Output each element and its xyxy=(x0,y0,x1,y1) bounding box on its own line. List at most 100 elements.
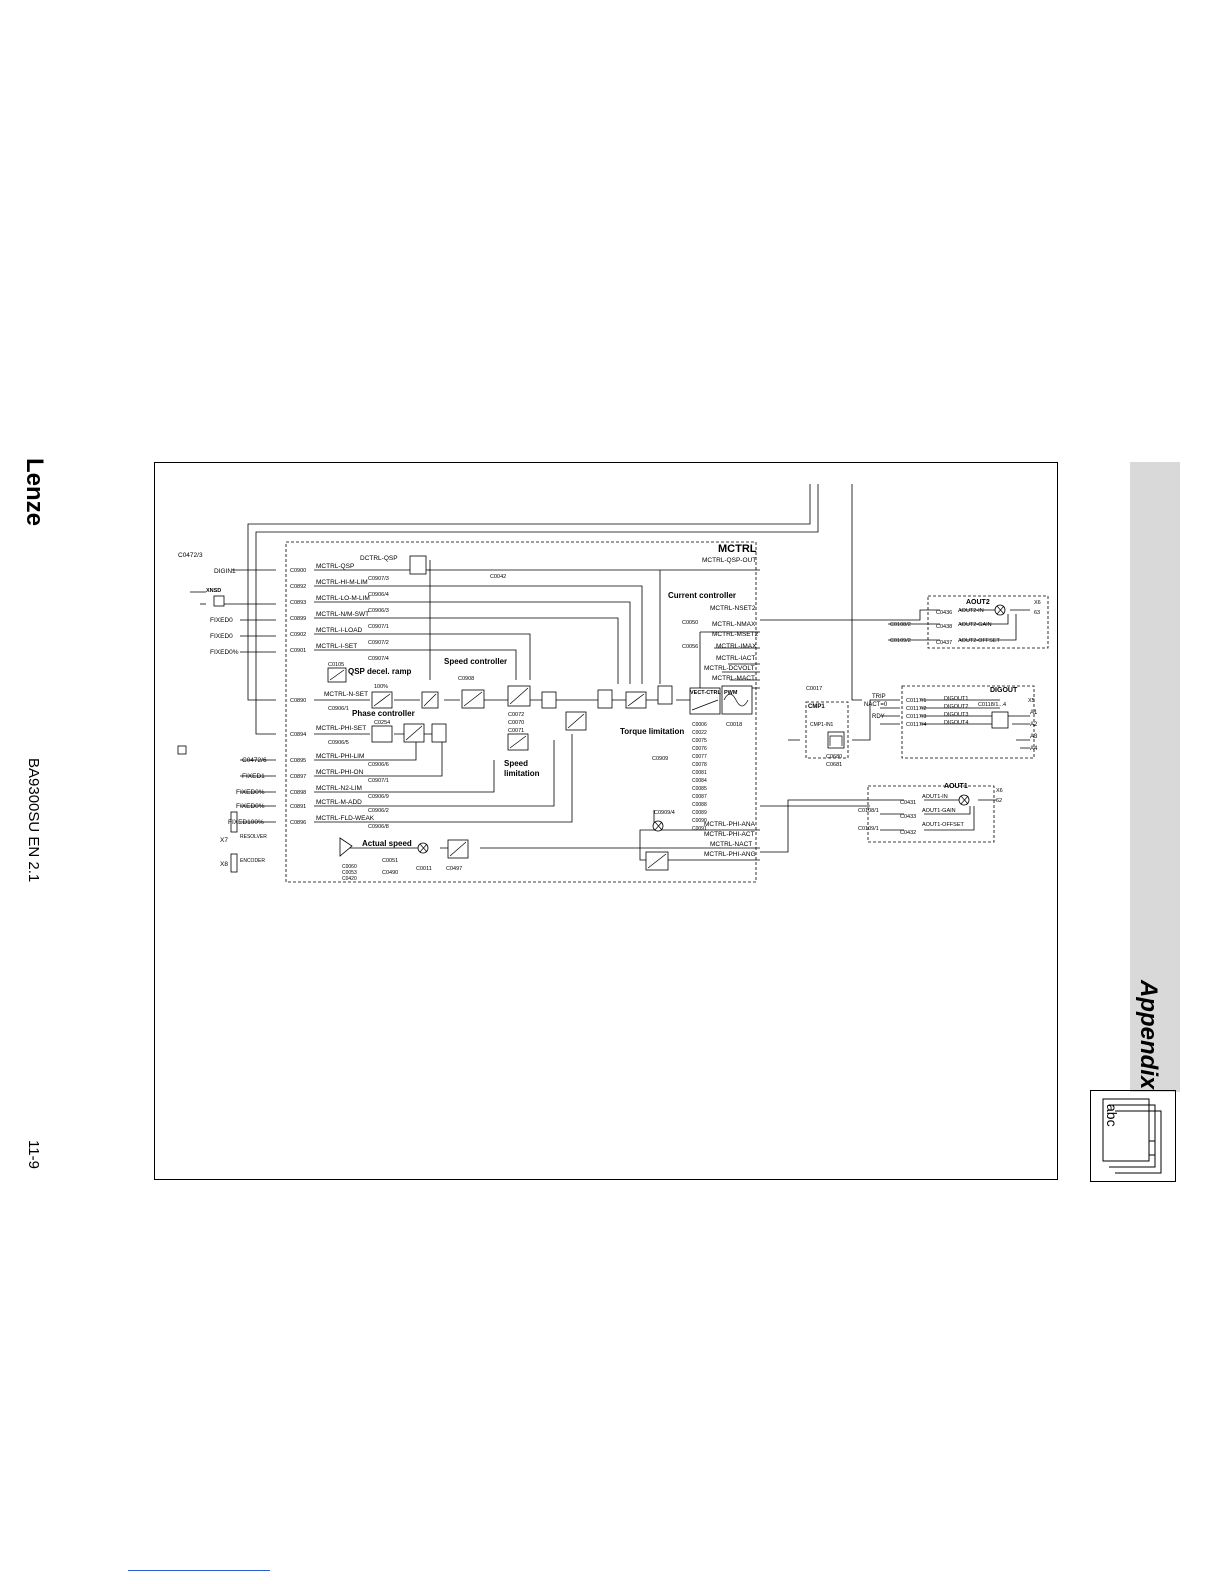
diagram-label: AOUT1-IN xyxy=(922,794,948,800)
diagram-label: A3 xyxy=(1030,734,1038,740)
diagram-label: C0906/6 xyxy=(368,762,389,768)
diagram-label: C0060 xyxy=(342,864,357,870)
diagram-label: AOUT2-GAIN xyxy=(958,622,992,628)
in-lo-m-lim: MCTRL-LO-M-LIM xyxy=(316,595,370,602)
code-c0897: C0897 xyxy=(290,774,306,780)
in-hi-m-lim: MCTRL-HI-M-LIM xyxy=(316,579,368,586)
dctrl-qsp-label: DCTRL-QSP xyxy=(360,555,398,562)
diagram-label: MCTRL-NMAX xyxy=(712,621,756,628)
diagram-label: A2 xyxy=(1030,722,1038,728)
src-encoder: ENCODER xyxy=(240,858,265,864)
diagram-label: C0906/2 xyxy=(368,808,389,814)
diagram-label: A1 xyxy=(1030,710,1038,716)
diagram-label: C0117/4 xyxy=(906,722,926,728)
diagram-label: C0056 xyxy=(682,644,698,650)
code-c0901: C0901 xyxy=(290,648,306,654)
diagram-label: X6 xyxy=(1034,600,1041,606)
diagram-label: C0432 xyxy=(900,830,916,836)
diagram-label: X5 xyxy=(1028,698,1035,704)
footer-link-line xyxy=(128,1570,270,1571)
in-i-load: MCTRL-I-LOAD xyxy=(316,627,363,634)
diagram-label: C0907/1 xyxy=(368,624,389,630)
in-fld-weak: MCTRL-FLD-WEAK xyxy=(316,815,375,822)
diagram-label: DIGOUT4 xyxy=(944,720,968,726)
diagram-frame xyxy=(154,462,1058,1180)
diagram-label: C0089 xyxy=(692,810,707,816)
diagram-label: C0907/1 xyxy=(368,778,389,784)
actual-speed-label: Actual speed xyxy=(362,839,412,848)
code-c0900: C0900 xyxy=(290,568,306,574)
diagram-label: MCTRL-PHI-ANA xyxy=(704,821,756,828)
src-digin1: DIGIN1 xyxy=(214,568,236,575)
diagram-label: DIGOUT3 xyxy=(944,712,968,718)
code-c0890: C0890 xyxy=(290,698,306,704)
diagram-label: C0088 xyxy=(692,802,707,808)
diagram-label: C0431 xyxy=(900,800,916,806)
aout2-label: AOUT2 xyxy=(966,599,990,606)
diagram-label: C0081 xyxy=(692,770,707,776)
src-fixed0-b: FIXED0 xyxy=(210,633,233,640)
diagram-label: C0490 xyxy=(382,870,398,876)
vect-ctrl-label: VECT-CTRL xyxy=(690,690,722,696)
src-fixed1: FIXED1 xyxy=(242,773,265,780)
diagram-label: C0109/2 xyxy=(890,638,911,644)
diagram-label: MCTRL-IMAX xyxy=(716,643,757,650)
code-c0891: C0891 xyxy=(290,804,306,810)
in-i-set: MCTRL-I-SET xyxy=(316,643,357,650)
diagram-label: C0042 xyxy=(490,574,506,580)
pwm-label: PWM xyxy=(724,690,738,696)
src-resolver: RESOLVER xyxy=(240,834,267,840)
diagram-label: C0076 xyxy=(692,746,707,752)
diagram-label: C0497 xyxy=(446,866,462,872)
section-tab xyxy=(1130,462,1180,1092)
diagram-label: NACT=0 xyxy=(864,702,888,708)
mctrl-title: MCTRL xyxy=(718,543,757,555)
diagram-label: C0906/1 xyxy=(328,706,349,712)
code-c0896: C0896 xyxy=(290,820,306,826)
diagram-label: AOUT2-OFFSET xyxy=(958,638,1001,644)
src-fixed0pct-b: FIXED0% xyxy=(236,789,265,796)
in-m-add: MCTRL-M-ADD xyxy=(316,799,362,806)
diagram-label: MCTRL-NACT xyxy=(710,841,752,848)
in-nm-swt: MCTRL-N/M-SWT xyxy=(316,611,369,618)
speed-limitation-label-2: limitation xyxy=(504,769,540,778)
diagram-label: C0072 xyxy=(508,712,524,718)
in-phi-set: MCTRL-PHI-SET xyxy=(316,725,366,732)
speed-controller-label: Speed controller xyxy=(444,657,507,666)
in-n2-lim: MCTRL-N2-LIM xyxy=(316,785,362,792)
src-fixed0-a: FIXED0 xyxy=(210,617,233,624)
diagram-label: C0051 xyxy=(382,858,398,864)
diagram-label: C0070 xyxy=(508,720,524,726)
diagram-label: C0117/3 xyxy=(906,714,926,720)
diagram-label: DIGOUT2 xyxy=(944,704,968,710)
in-phi-lim: MCTRL-PHI-LIM xyxy=(316,753,364,760)
diagram-label: CMP1-IN1 xyxy=(810,722,834,728)
in-mctrl-qsp: MCTRL-QSP xyxy=(316,563,354,570)
diagram-label: C0071 xyxy=(508,728,524,734)
diagram-label: C0018 xyxy=(726,722,742,728)
diagram-label: 100% xyxy=(374,684,388,690)
diagram-label: DIGOUT1 xyxy=(944,696,968,702)
diagram-label: C0437 xyxy=(936,640,952,646)
speed-limitation-label-1: Speed xyxy=(504,759,528,768)
torque-limitation-label: Torque limitation xyxy=(620,727,684,736)
diagram-label: MCTRL-PHI-ACT xyxy=(704,831,755,838)
in-n-set: MCTRL-N-SET xyxy=(324,691,368,698)
diagram-label: C0433 xyxy=(900,814,916,820)
in-phi-on: MCTRL-PHI-ON xyxy=(316,769,364,776)
diagram-label: MCTRL-NSET2 xyxy=(710,605,756,612)
diagram-label: C0085 xyxy=(692,786,707,792)
qsp-ramp-label: QSP decel. ramp xyxy=(348,667,412,676)
diagram-label: A4 xyxy=(1030,746,1038,752)
diagram-label: C0908 xyxy=(458,676,474,682)
diagram-label: C0017 xyxy=(806,686,822,692)
diagram-label: C0420 xyxy=(342,876,357,882)
diagram-label: C0907/4 xyxy=(368,656,389,662)
diagram-label: C0087 xyxy=(692,794,707,800)
diagram-label: C0906/9 xyxy=(368,794,389,800)
xnsd-label: XNSD xyxy=(206,588,221,594)
diagram-label: C0078 xyxy=(692,762,707,768)
diagram-label: C0117/2 xyxy=(906,706,926,712)
diagram-label: C0909/4 xyxy=(654,810,675,816)
diagram-label: C0011 xyxy=(416,866,432,872)
